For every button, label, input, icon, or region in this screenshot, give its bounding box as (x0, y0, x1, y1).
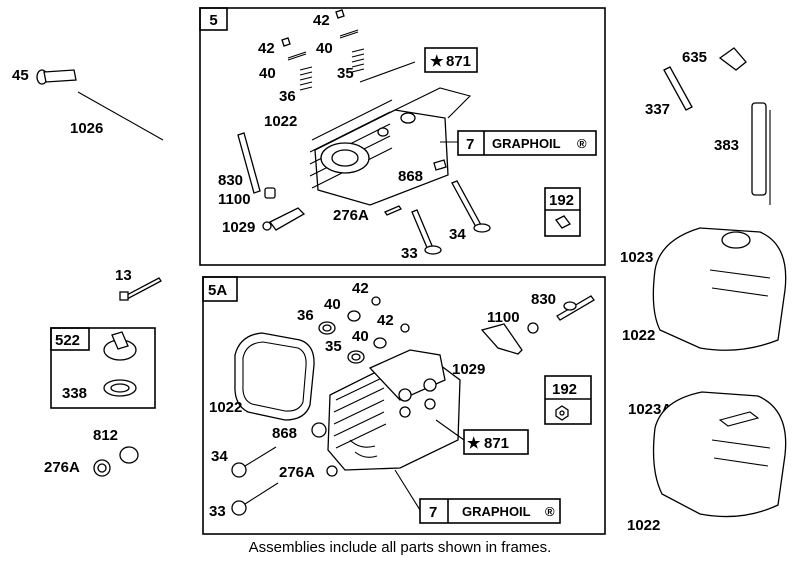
svg-text:★: ★ (430, 53, 444, 70)
registered-mark: ® (577, 136, 587, 151)
label-13: 13 (115, 267, 132, 284)
frame-5-number: 5 (209, 12, 217, 29)
label-830: 830 (218, 172, 243, 189)
label-337: 337 (645, 101, 670, 118)
left-parts: 45 1026 13 522 338 812 276A (12, 67, 164, 477)
callout-871-number: 871 (484, 435, 509, 452)
graphoil-text: GRAPHOIL (462, 504, 531, 519)
cylinder-head-bottom (327, 349, 461, 471)
label-40: 40 (324, 296, 341, 313)
frame-5A: 5A (202, 276, 606, 535)
box-192-number: 192 (549, 192, 574, 209)
graphoil-number: 7 (429, 504, 437, 521)
valves-top (384, 159, 491, 255)
label-36: 36 (297, 307, 314, 324)
svg-text:★: ★ (467, 435, 481, 452)
label-1022: 1022 (264, 113, 297, 130)
callout-star-871: ★ 871 (463, 429, 529, 455)
callout-192: 192 (544, 187, 581, 237)
label-1029: 1029 (222, 219, 255, 236)
valve-springs-top (281, 9, 416, 91)
label-1022: 1022 (622, 327, 655, 344)
cylinder-head-top (309, 87, 472, 206)
label-868: 868 (398, 168, 423, 185)
label-35: 35 (325, 338, 342, 355)
head-gasket (234, 332, 315, 421)
graphoil-number: 7 (466, 136, 474, 153)
right-parts: 635 337 383 1023 1022 1023A 1022 (620, 47, 787, 534)
label-276A: 276A (333, 207, 369, 224)
registered-mark: ® (545, 504, 555, 519)
label-830: 830 (531, 291, 556, 308)
label-42: 42 (352, 280, 369, 297)
caption: Assemblies include all parts shown in fr… (248, 539, 552, 556)
label-1029: 1029 (452, 361, 485, 378)
label-40: 40 (316, 40, 333, 57)
callout-871-number: 871 (446, 53, 471, 70)
label-383: 383 (714, 137, 739, 154)
callout-graphoil: 7 GRAPHOIL ® (457, 130, 597, 156)
label-34: 34 (211, 448, 228, 465)
label-1022: 1022 (209, 399, 242, 416)
label-42: 42 (377, 312, 394, 329)
label-338: 338 (62, 385, 87, 402)
rocker-parts-bottom (480, 295, 595, 355)
label-33: 33 (209, 503, 226, 520)
valves-bottom (231, 422, 338, 516)
label-276A: 276A (279, 464, 315, 481)
label-42: 42 (258, 40, 275, 57)
label-868: 868 (272, 425, 297, 442)
label-42: 42 (313, 12, 330, 29)
label-36: 36 (279, 88, 296, 105)
label-40: 40 (352, 328, 369, 345)
label-1022: 1022 (627, 517, 660, 534)
callout-star-871: ★ 871 (424, 47, 478, 73)
label-33: 33 (401, 245, 418, 262)
valve-springs-bottom (318, 296, 410, 364)
label-45: 45 (12, 67, 29, 84)
frame-5A-number: 5A (208, 282, 227, 299)
label-40: 40 (259, 65, 276, 82)
callout-192: 192 (544, 375, 592, 425)
callout-graphoil: 7 GRAPHOIL ® (419, 498, 561, 524)
label-635: 635 (682, 49, 707, 66)
rocker-parts-top (237, 132, 306, 231)
label-1023: 1023 (620, 249, 653, 266)
label-812: 812 (93, 427, 118, 444)
label-1026: 1026 (70, 120, 103, 137)
box-192-number: 192 (552, 381, 577, 398)
graphoil-text: GRAPHOIL (492, 136, 561, 151)
box-522-number: 522 (55, 332, 80, 349)
label-276A: 276A (44, 459, 80, 476)
label-34: 34 (449, 226, 466, 243)
label-1100: 1100 (487, 309, 520, 326)
label-35: 35 (337, 65, 354, 82)
label-1100: 1100 (218, 191, 251, 208)
frame-5: 5 (199, 7, 606, 266)
